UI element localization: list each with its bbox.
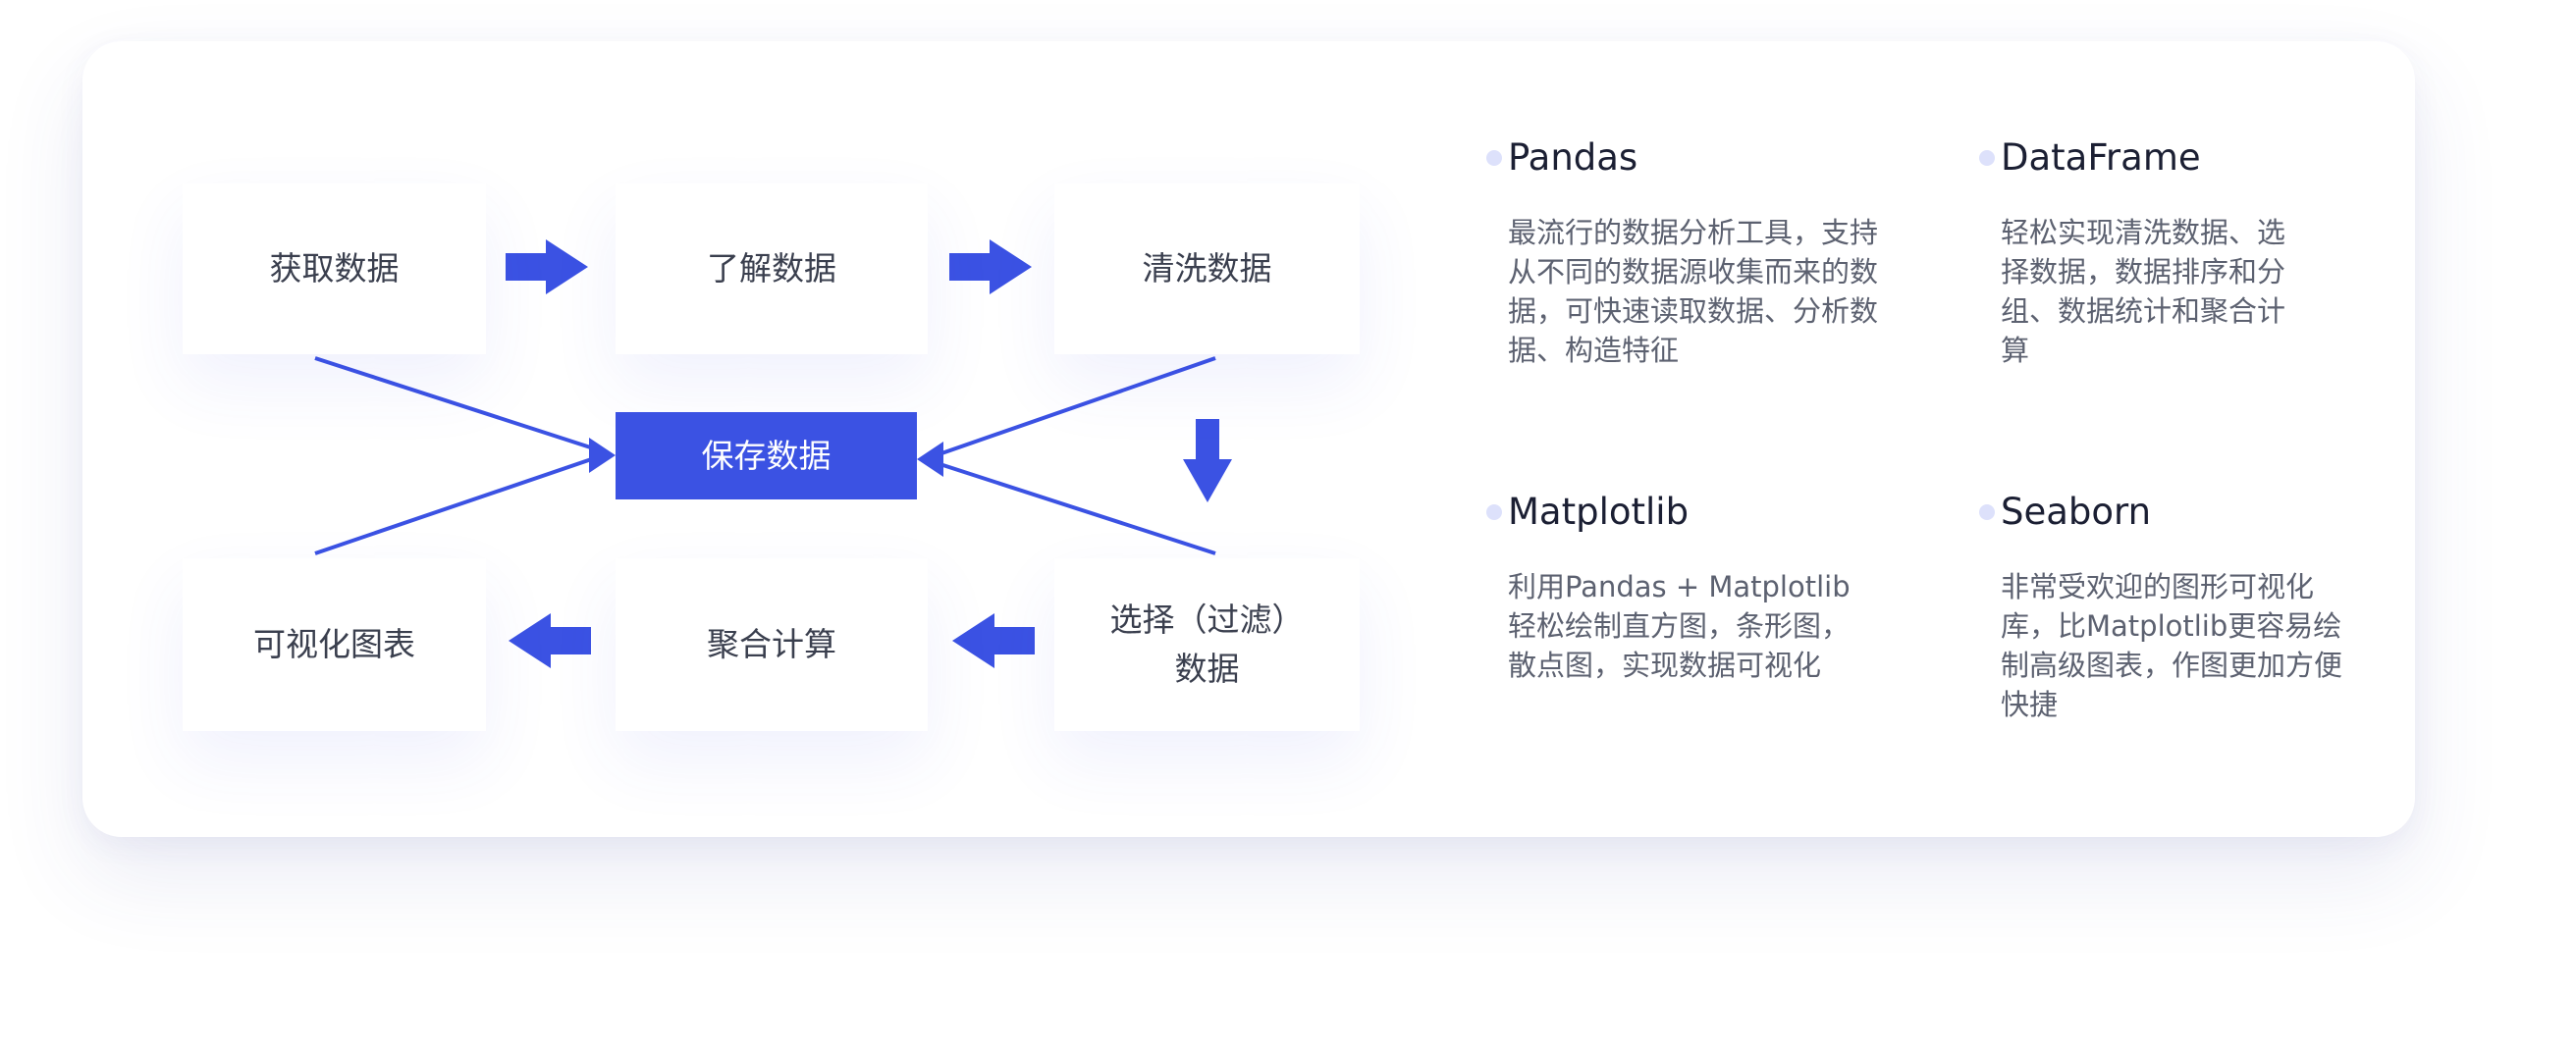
arrowhead-icon xyxy=(589,438,616,473)
step-label: 聚合计算 xyxy=(707,625,836,663)
arrow-right-icon xyxy=(949,239,1032,294)
info-matplotlib: Matplotlib 利用Pandas + Matplotlib轻松绘制直方图，… xyxy=(1486,491,1920,685)
step-save-data: 保存数据 xyxy=(616,412,917,499)
step-understand-data: 了解数据 xyxy=(616,183,928,354)
connector-line xyxy=(924,457,1216,555)
step-acquire-data: 获取数据 xyxy=(183,183,486,354)
arrow-right-icon xyxy=(506,239,588,294)
info-body: 轻松实现清洗数据、选择数据，数据排序和分组、数据统计和聚合计算 xyxy=(2001,216,2286,367)
step-label: 选择（过滤） xyxy=(1109,601,1305,639)
connector-line xyxy=(924,356,1216,461)
info-title: Pandas xyxy=(1508,136,1638,179)
info-dataframe: DataFrame 轻松实现清洗数据、选择数据，数据排序和分组、数据统计和聚合计… xyxy=(1979,136,2413,370)
info-pandas: Pandas 最流行的数据分析工具，支持从不同的数据源收集而来的数据，可快速读取… xyxy=(1486,136,1920,370)
arrow-left-icon xyxy=(952,613,1035,668)
arrowhead-icon xyxy=(917,442,943,477)
info-body: 非常受欢迎的图形可视化库，比Matplotlib更容易绘制高级图表，作图更加方便… xyxy=(2001,570,2343,721)
info-body: 最流行的数据分析工具，支持从不同的数据源收集而来的数据，可快速读取数据、分析数据… xyxy=(1508,216,1879,367)
step-label: 数据 xyxy=(1174,650,1240,688)
info-seaborn: Seaborn 非常受欢迎的图形可视化库，比Matplotlib更容易绘制高级图… xyxy=(1979,491,2413,724)
bullet-icon xyxy=(1486,504,1502,520)
step-label: 清洗数据 xyxy=(1142,249,1272,288)
step-label: 了解数据 xyxy=(707,249,836,288)
info-body: 利用Pandas + Matplotlib轻松绘制直方图，条形图，散点图，实现数… xyxy=(1508,570,1851,682)
connector-line xyxy=(314,356,610,455)
arrow-left-icon xyxy=(509,613,591,668)
step-label: 获取数据 xyxy=(269,249,400,288)
info-title: DataFrame xyxy=(2001,136,2201,179)
info-title: Seaborn xyxy=(2001,491,2152,533)
bullet-icon xyxy=(1979,504,1995,520)
step-visualize: 可视化图表 xyxy=(183,558,486,731)
step-label: 可视化图表 xyxy=(253,625,415,663)
step-label: 保存数据 xyxy=(701,436,832,475)
bullet-icon xyxy=(1486,150,1502,166)
step-select-data: 选择（过滤） 数据 xyxy=(1054,558,1360,731)
bullet-icon xyxy=(1979,150,1995,166)
connector-line xyxy=(314,451,610,555)
arrow-down-icon xyxy=(1183,419,1232,502)
info-title: Matplotlib xyxy=(1508,491,1690,533)
step-clean-data: 清洗数据 xyxy=(1054,183,1360,354)
step-aggregate: 聚合计算 xyxy=(616,558,928,731)
